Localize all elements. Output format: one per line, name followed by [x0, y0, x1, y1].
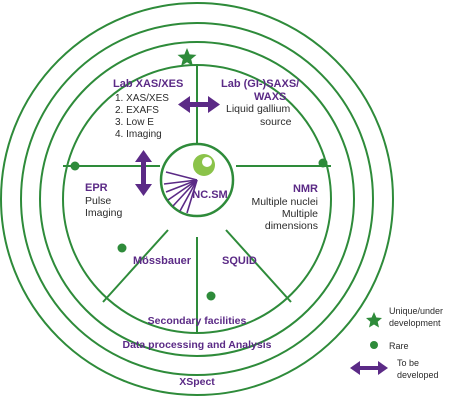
lab-xas-item-1: 1. XAS/XES — [115, 93, 169, 104]
lab-xas-item-3: 3. Low E — [115, 117, 154, 128]
logo-text: NC.SM — [192, 189, 227, 201]
ring-xspect — [0, 2, 394, 396]
legend-arrow-icon — [350, 361, 388, 375]
rare-dot-icon — [70, 161, 80, 171]
legend-arrow-label-1: To be — [397, 358, 419, 368]
lab-saxs-title-1: Lab (GI-)SAXS/ — [221, 78, 299, 90]
lab-saxs-desc-2: source — [260, 116, 292, 128]
epr-desc-2: Imaging — [85, 207, 123, 219]
squid-title: SQUID — [222, 255, 257, 267]
mossbauer-title: Mössbauer — [133, 255, 192, 267]
ring-label-secondary: Secondary facilities — [148, 315, 247, 327]
legend-dot-icon — [370, 341, 378, 349]
nmr-desc-2: Multiple — [282, 208, 318, 220]
star-icon — [177, 48, 197, 66]
lab-xas-item-2: 2. EXAFS — [115, 105, 159, 116]
logo-rays-icon — [163, 171, 198, 214]
nmr-desc-3: dimensions — [265, 220, 318, 232]
divider-lower-left — [102, 229, 169, 303]
segment-lab-xas: Lab XAS/XES 1. XAS/XES 2. EXAFS 3. Low E… — [113, 78, 183, 140]
segment-nmr: NMR Multiple nuclei Multiple dimensions — [251, 183, 318, 232]
lab-saxs-title-2: WAXS — [254, 91, 286, 103]
epr-desc-1: Pulse — [85, 195, 111, 207]
lab-xas-title: Lab XAS/XES — [113, 78, 183, 90]
legend-star-icon — [366, 312, 382, 328]
lab-xas-item-4: 4. Imaging — [115, 129, 162, 140]
segment-lab-saxs: Lab (GI-)SAXS/ WAXS Liquid gallium sourc… — [221, 78, 299, 128]
divider-lower-right — [225, 229, 292, 303]
double-arrow-icon — [178, 96, 220, 113]
double-arrow-icon — [135, 150, 152, 196]
legend: Unique/under development Rare To be deve… — [350, 306, 443, 380]
segment-epr: EPR Pulse Imaging — [85, 182, 123, 219]
ring-data-processing — [20, 22, 374, 376]
rare-dot-icon — [117, 243, 127, 253]
ring-label-xspect: XSpect — [179, 376, 215, 388]
nmr-title: NMR — [293, 183, 318, 195]
rare-dot-icon — [318, 158, 328, 168]
legend-arrow-label-2: developed — [397, 370, 439, 380]
legend-rare-label: Rare — [389, 341, 409, 351]
legend-star-label-1: Unique/under — [389, 306, 443, 316]
center-logo: NC.SM — [159, 142, 235, 218]
epr-title: EPR — [85, 182, 108, 194]
legend-star-label-2: development — [389, 318, 441, 328]
ring-label-data: Data processing and Analysis — [123, 339, 272, 351]
rare-dot-icon — [206, 291, 216, 301]
lab-saxs-desc-1: Liquid gallium — [226, 103, 290, 115]
ring-secondary — [39, 41, 355, 357]
nmr-desc-1: Multiple nuclei — [251, 196, 318, 208]
